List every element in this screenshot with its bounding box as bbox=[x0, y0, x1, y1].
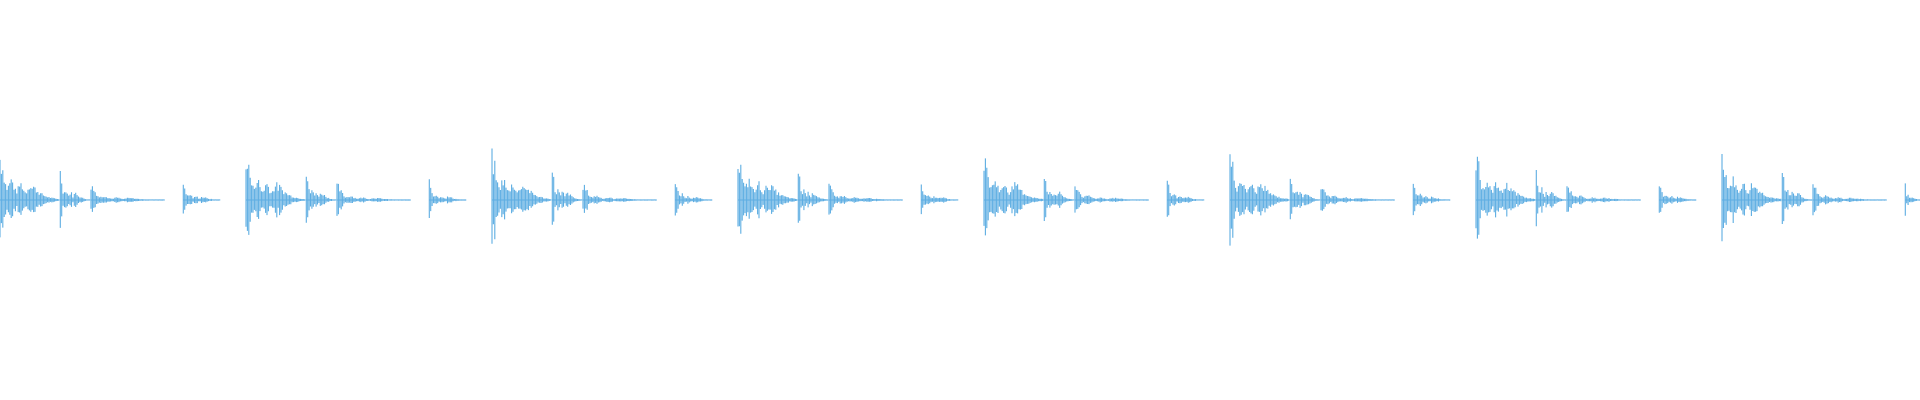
waveform-event-0 bbox=[0, 159, 60, 238]
waveform-event-3 bbox=[182, 184, 221, 214]
waveform-event-5 bbox=[305, 176, 337, 223]
waveform-event-28 bbox=[1721, 154, 1782, 242]
waveform-event-12 bbox=[737, 164, 798, 234]
waveform-event-2 bbox=[90, 186, 165, 212]
waveform-event-27 bbox=[1658, 186, 1697, 213]
waveform-event-11 bbox=[674, 184, 713, 216]
waveform-event-18 bbox=[1074, 186, 1149, 213]
waveform-event-24 bbox=[1475, 156, 1536, 239]
waveform-event-7 bbox=[428, 179, 467, 218]
waveform-event-4 bbox=[245, 164, 306, 235]
waveform-event-9 bbox=[551, 172, 583, 225]
waveform-event-19 bbox=[1166, 180, 1205, 217]
waveform-segments bbox=[0, 148, 1920, 246]
waveform-event-25 bbox=[1535, 170, 1567, 227]
waveform-event-31 bbox=[1904, 183, 1920, 216]
waveform-event-17 bbox=[1043, 179, 1075, 221]
waveform-event-8 bbox=[491, 148, 552, 244]
waveform-event-1 bbox=[59, 171, 91, 228]
waveform-event-6 bbox=[336, 183, 411, 216]
waveform-event-23 bbox=[1412, 183, 1451, 216]
waveform-event-10 bbox=[582, 184, 657, 213]
waveform-event-22 bbox=[1320, 189, 1395, 211]
waveform-event-30 bbox=[1812, 184, 1887, 216]
waveform-event-29 bbox=[1781, 173, 1813, 224]
waveform-event-21 bbox=[1289, 178, 1321, 220]
waveform-event-13 bbox=[797, 173, 829, 223]
waveform-event-14 bbox=[828, 183, 903, 215]
waveform-event-16 bbox=[983, 158, 1044, 236]
waveform-event-15 bbox=[920, 184, 959, 215]
waveform-event-26 bbox=[1566, 186, 1641, 212]
waveform-event-20 bbox=[1229, 154, 1290, 246]
